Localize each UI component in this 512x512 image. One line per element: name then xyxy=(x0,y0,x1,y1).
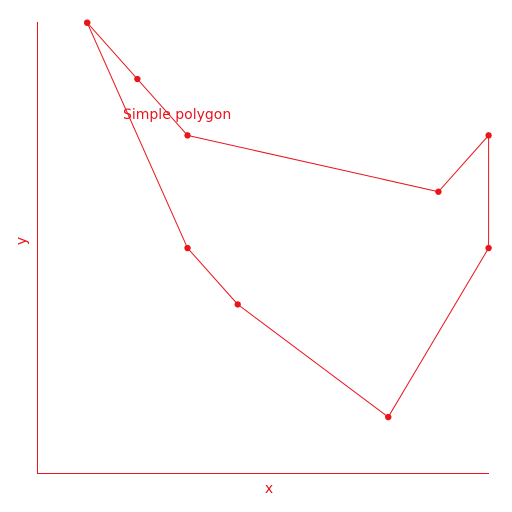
y-axis-label: y xyxy=(14,237,30,245)
polygon-vertex xyxy=(134,75,141,83)
polygon-vertex xyxy=(485,244,492,252)
polygon-edge xyxy=(136,78,188,136)
polygon-edge xyxy=(86,22,138,80)
polygon-edge xyxy=(86,22,188,249)
polygon-edge xyxy=(187,247,239,305)
polygon-edge xyxy=(387,247,490,418)
polygon-vertex xyxy=(234,301,241,308)
polygon-edge xyxy=(438,135,489,193)
polygon-vertex xyxy=(83,19,91,26)
polygon-vertex xyxy=(485,132,492,139)
polygon-vertex xyxy=(435,188,442,195)
x-axis-label: x xyxy=(265,481,273,497)
polygon-vertex xyxy=(385,413,392,421)
polygon-vertices xyxy=(83,19,492,421)
polygon-edges xyxy=(86,22,490,418)
polygon-edge xyxy=(237,303,389,418)
polygon-vertex xyxy=(184,132,191,139)
polygon-edge xyxy=(187,134,439,193)
polygon-vertex xyxy=(184,244,191,252)
polygon-annotation: Simple polygon xyxy=(123,107,231,123)
